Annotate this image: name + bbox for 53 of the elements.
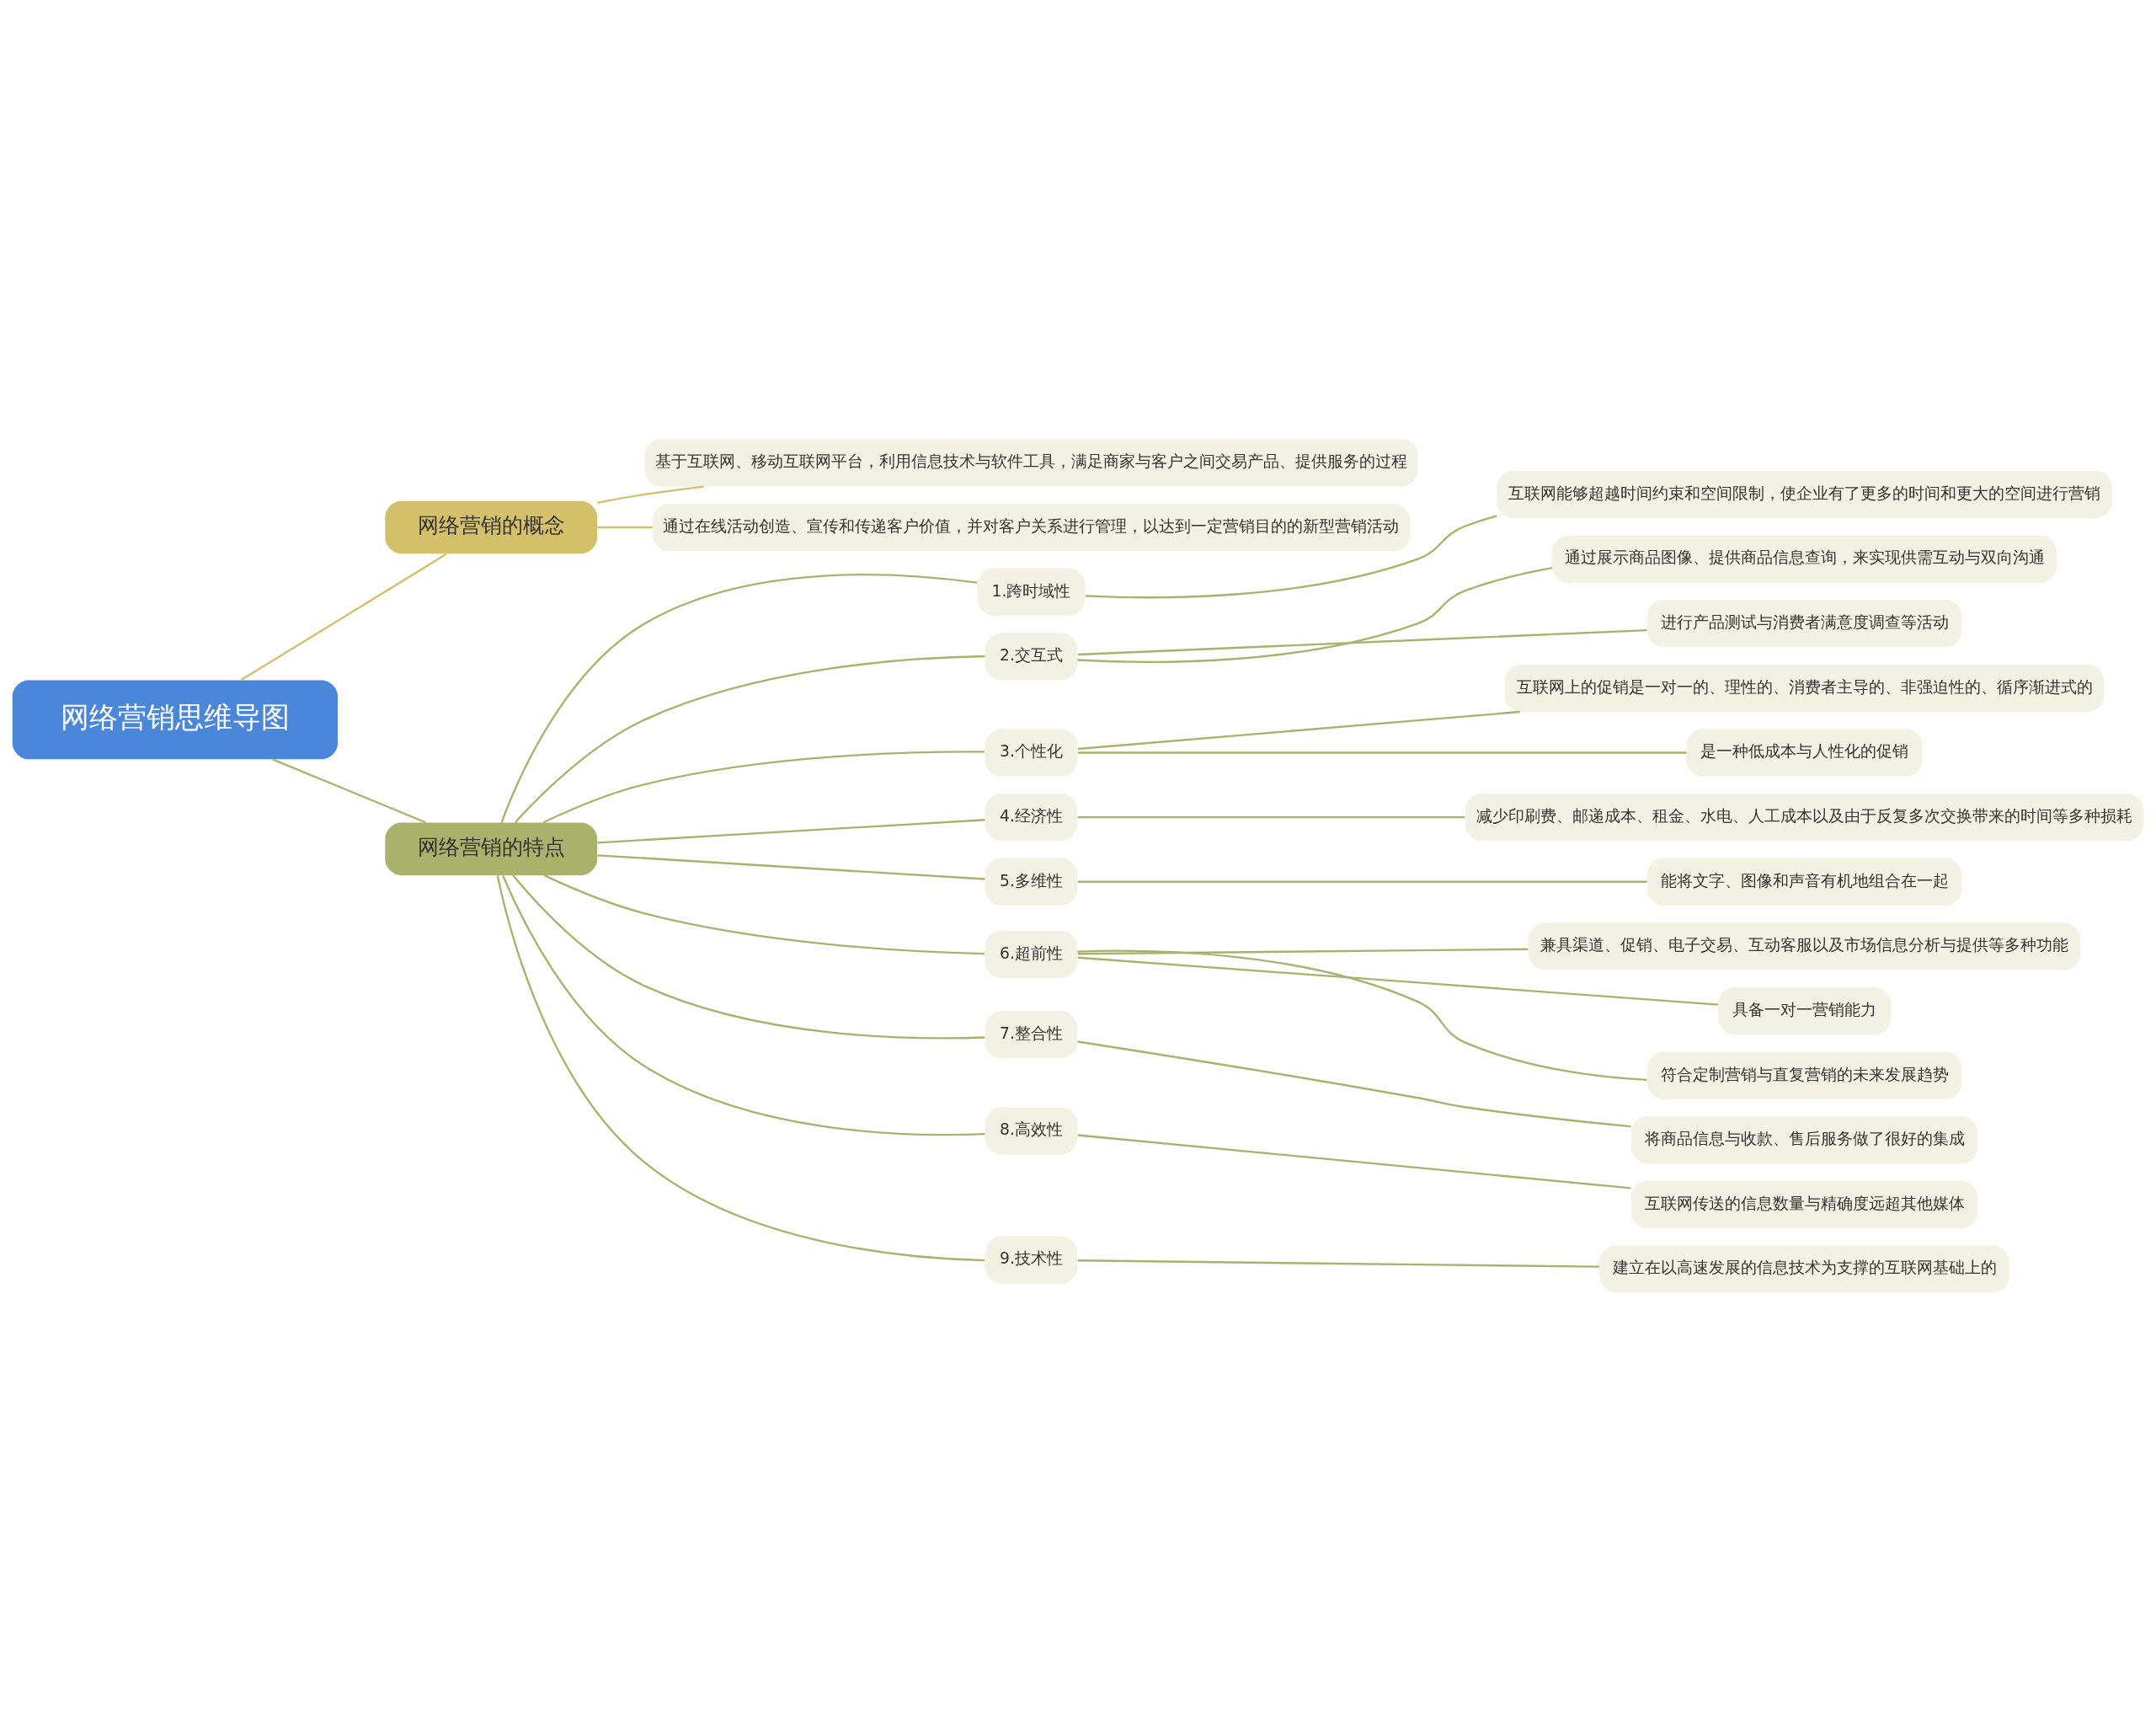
connector: [1085, 515, 1497, 599]
node-box: 网络营销的特点: [385, 822, 598, 875]
connector: [240, 553, 447, 682]
connector: [1077, 1040, 1631, 1128]
node-box: 能将文字、图像和声音有机地组合在一起: [1646, 858, 1962, 906]
node-box: 9.技术性: [985, 1236, 1078, 1284]
node-box: 基于互联网、移动互联网平台，利用信息技术与软件工具，满足商家与客户之间交易产品、提供服务的过程: [644, 439, 1418, 487]
connector: [1077, 1134, 1631, 1189]
node-box: 兼具渠道、促销、电子交易、互动客服以及市场信息分析与提供等多种功能: [1528, 922, 2081, 970]
connector: [542, 751, 985, 824]
node-box: 进行产品测试与消费者满意度调查等活动: [1646, 600, 1962, 648]
connector: [1077, 949, 1647, 1082]
connector: [1077, 628, 1647, 656]
node-box: 1.跨时域性: [977, 568, 1086, 616]
node-box: 符合定制营销与直复营销的未来发展趋势: [1646, 1051, 1962, 1099]
node-box: 2.交互式: [985, 633, 1078, 681]
connector: [597, 854, 985, 880]
node-box: 通过展示商品图像、提供商品信息查询，来实现供需互动与双向沟通: [1552, 535, 2057, 583]
connector: [1077, 567, 1553, 663]
connector: [272, 758, 426, 824]
node-box: 网络营销的概念: [385, 500, 598, 554]
node-box: 建立在以高速发展的信息技术为支撑的互联网基础上的: [1599, 1245, 2009, 1293]
connector: [1077, 710, 1520, 751]
connector: [597, 819, 985, 844]
connector: [1077, 956, 1719, 1006]
node-box: 8.高效性: [985, 1107, 1078, 1155]
connector: [500, 574, 978, 823]
connector: [1077, 815, 1465, 819]
connector: [543, 874, 985, 955]
connector: [502, 874, 985, 1136]
node-box: 互联网上的促销是一对一的、理性的、消费者主导的、非强迫性的、循序渐进式的: [1504, 664, 2105, 712]
node-box: 6.超前性: [985, 930, 1078, 978]
node-box: 互联网能够超越时间约束和空间限制，使企业有了更多的时间和更大的空间进行营销: [1497, 470, 2112, 519]
connector: [1077, 880, 1647, 883]
connector: [512, 874, 985, 1040]
node-box: 5.多维性: [985, 858, 1078, 906]
node-box: 将商品信息与收款、售后服务做了很好的集成: [1630, 1116, 1978, 1164]
node-box: 4.经济性: [985, 794, 1078, 842]
connector: [1077, 948, 1529, 955]
connector: [597, 485, 704, 504]
connector: [1077, 751, 1687, 754]
node-box: 通过在线活动创造、宣传和传递客户价值，并对客户关系进行管理，以达到一定营销目的的新型营销活动: [652, 503, 1411, 552]
connector: [1077, 1259, 1600, 1268]
connector: [597, 526, 653, 529]
node-box: 网络营销思维导图: [12, 680, 338, 760]
node-box: 是一种低成本与人性化的促销: [1686, 729, 1923, 777]
node-box: 互联网传送的信息数量与精确度远超其他媒体: [1630, 1180, 1978, 1229]
connector: [496, 874, 985, 1262]
connector: [515, 655, 985, 823]
node-box: 减少印刷费、邮递成本、租金、水电、人工成本以及由于反复多次交换带来的时间等多种损耗: [1465, 794, 2144, 842]
node-box: 3.个性化: [985, 729, 1078, 777]
node-box: 具备一对一营销能力: [1718, 986, 1891, 1035]
node-box: 7.整合性: [985, 1011, 1078, 1059]
